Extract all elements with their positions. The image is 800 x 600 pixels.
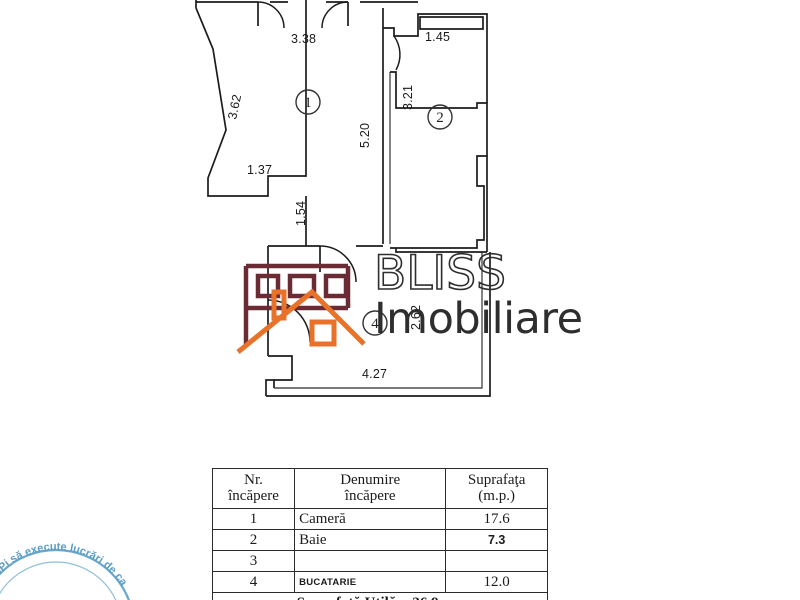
cell-area: 7.3: [445, 529, 548, 552]
wall-bottom-left-cap: [265, 379, 275, 396]
dimension-1-45: 1.45: [425, 30, 450, 44]
wall-top-right-strip: [419, 16, 484, 30]
dimension-3-21: 3.21: [401, 85, 415, 110]
door-arc-room4-top: [319, 245, 357, 283]
table-row: 2 Baie 7.3: [211, 529, 548, 552]
table-total-row: Suprafaţă Utilă = 36.9 mp: [212, 592, 548, 600]
cell-name: Baie: [294, 529, 447, 552]
dimension-1-37: 1.37: [247, 163, 272, 177]
room-marker-4: 4: [362, 310, 388, 336]
wall-top-right: [382, 8, 488, 37]
room-marker-1-label: 1: [304, 95, 312, 111]
dimension-2-62: 2.62: [409, 305, 423, 330]
cell-name: [294, 550, 447, 573]
door-arc-room4-left: [267, 299, 311, 343]
dimension-4-27: 4.27: [362, 367, 387, 381]
cell-area: 12.0: [445, 571, 548, 594]
cell-name: BUCATARIE: [294, 571, 447, 594]
header-nr: Nr. încăpere: [211, 467, 296, 510]
room-marker-2-label: 2: [436, 110, 444, 126]
cell-area: 17.6: [445, 508, 548, 531]
wall-bottom-inner: [274, 252, 483, 389]
wall-outline-main: [195, 0, 307, 197]
dimension-3-62: 3.62: [225, 93, 244, 121]
table-row: 4 BUCATARIE 12.0: [211, 571, 548, 594]
door-arc-bathroom: [393, 35, 401, 71]
room-marker-4-label: 4: [371, 316, 379, 332]
wall-room2-bottom: [395, 248, 487, 253]
cell-nr: 2: [211, 529, 296, 552]
door-arc-top-right: [321, 1, 349, 29]
dimension-1-54: 1.54: [294, 201, 308, 226]
wall-bottom-outer: [266, 252, 491, 397]
table-row: 1 Cameră 17.6: [211, 508, 548, 531]
header-suprafata: Suprafaţa (m.p.): [445, 467, 548, 510]
total-area-label: Suprafaţă Utilă = 36.9 mp: [212, 592, 548, 600]
table-row: 3: [211, 550, 548, 573]
header-denumire: Denumire încăpere: [294, 467, 447, 510]
dimension-5-20: 5.20: [358, 123, 372, 148]
dimension-3-38: 3.38: [291, 32, 316, 46]
room-schedule-table: Nr. încăpere Denumire încăpere Suprafaţa…: [211, 467, 548, 600]
cell-nr: 3: [211, 550, 296, 573]
cell-nr: 4: [211, 571, 296, 594]
cell-name: Cameră: [294, 508, 447, 531]
cell-nr: 1: [211, 508, 296, 531]
table-header-row: Nr. încăpere Denumire încăpere Suprafaţa…: [211, 467, 548, 510]
wall-room2-outline: [390, 71, 488, 249]
room-marker-2: 2: [427, 104, 453, 130]
door-arc-top-left: [257, 1, 285, 29]
wall-room4-notch: [268, 355, 293, 381]
room-marker-1: 1: [295, 89, 321, 115]
cell-area: [445, 550, 548, 573]
